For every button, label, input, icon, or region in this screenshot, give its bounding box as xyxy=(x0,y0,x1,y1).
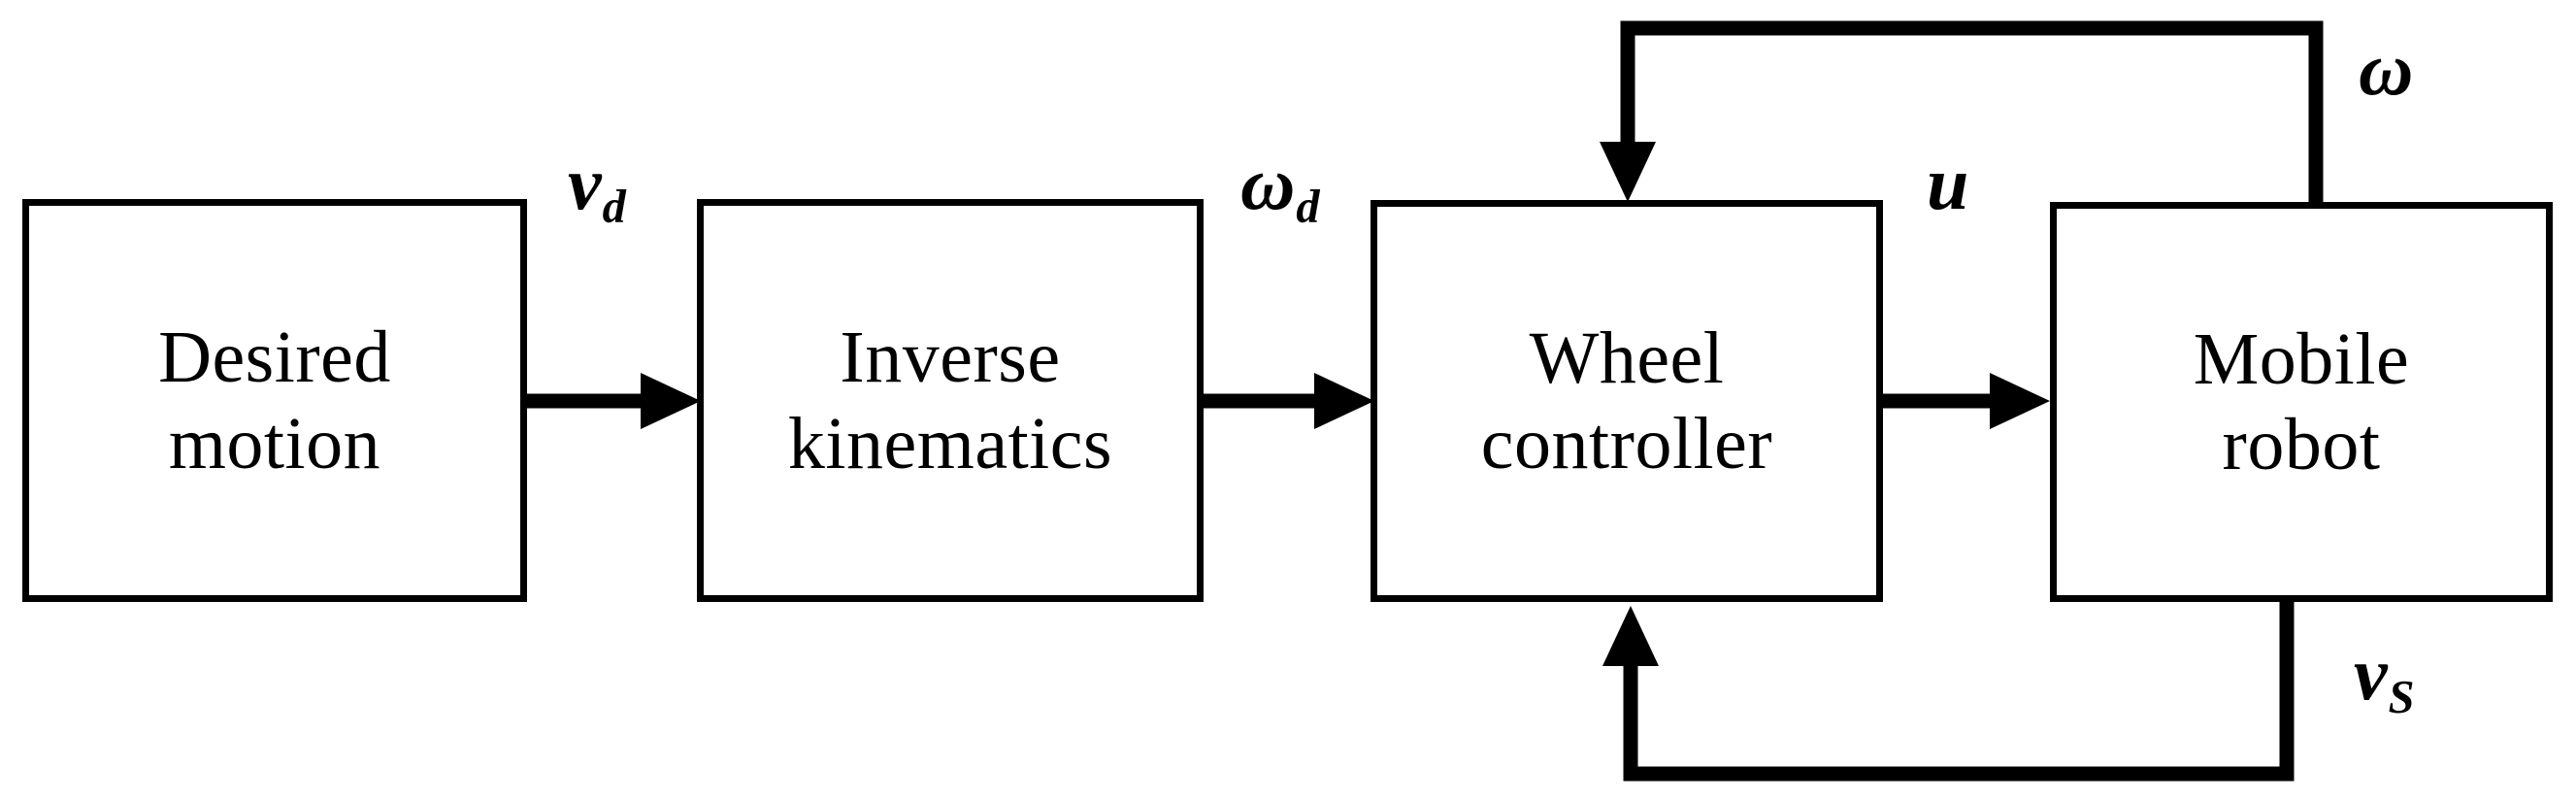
signal-subscript-vs: S xyxy=(2388,671,2415,723)
signal-subscript-omega xyxy=(2413,67,2414,118)
block-inverse-kinematics[interactable]: Inverse kinematics xyxy=(697,199,1204,602)
signal-subscript-omegad: d xyxy=(1296,181,1320,233)
signal-symbol-omegad: ω xyxy=(1240,141,1296,225)
signal-symbol-vs: v xyxy=(2354,631,2388,716)
signal-subscript-vd: d xyxy=(602,181,626,233)
block-label-inverse-kinematics: Inverse kinematics xyxy=(787,317,1113,484)
block-wheel-controller[interactable]: Wheel controller xyxy=(1371,200,1883,602)
connection-vd xyxy=(527,373,701,429)
block-mobile-robot[interactable]: Mobile robot xyxy=(2050,202,2553,602)
signal-symbol-vd: v xyxy=(568,141,602,225)
signal-symbol-u: u xyxy=(1927,141,1969,225)
connection-omegad xyxy=(1204,373,1374,429)
signal-label-omegad: ωd xyxy=(1240,146,1320,231)
signal-label-vd: vd xyxy=(568,146,626,231)
block-label-wheel-controller: Wheel controller xyxy=(1480,317,1773,484)
connection-u xyxy=(1883,373,2050,429)
connection-vs-feedback xyxy=(1602,602,2295,782)
block-label-desired-motion: Desired motion xyxy=(158,317,391,484)
signal-label-omega: ω xyxy=(2359,31,2414,117)
block-label-mobile-robot: Mobile robot xyxy=(2193,317,2410,485)
signal-subscript-u xyxy=(1968,182,1969,233)
signal-symbol-omega: ω xyxy=(2359,26,2414,111)
block-desired-motion[interactable]: Desired motion xyxy=(22,199,527,602)
signal-label-vs: vS xyxy=(2354,636,2415,721)
signal-label-u: u xyxy=(1927,146,1969,231)
